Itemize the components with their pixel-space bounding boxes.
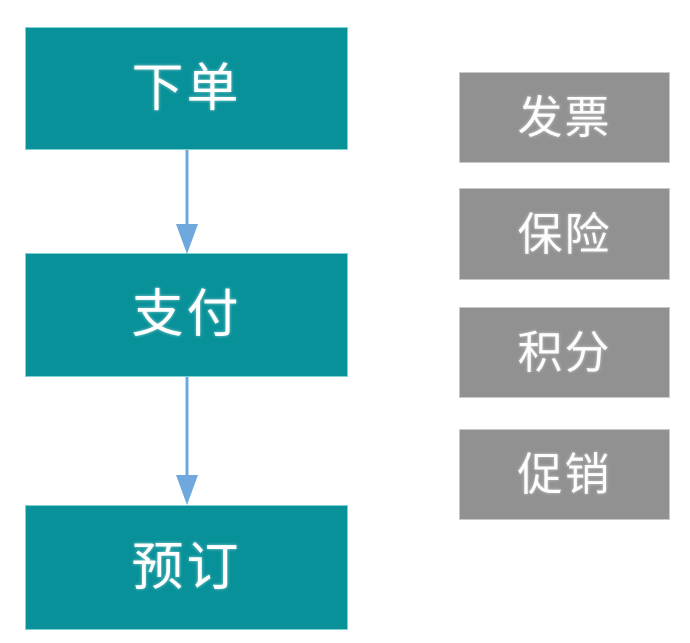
process-box-step-1[interactable]: 下单 [25, 27, 348, 150]
arrow-stem [185, 377, 189, 477]
attribute-box-label: 促销 [517, 449, 612, 500]
process-box-label: 支付 [131, 286, 242, 344]
attribute-box-attr-1[interactable]: 发票 [459, 72, 670, 163]
attribute-box-label: 保险 [517, 208, 612, 260]
arrow-head [176, 475, 198, 505]
process-box-label: 下单 [131, 59, 242, 118]
attribute-box-attr-4[interactable]: 促销 [459, 429, 670, 520]
attribute-box-attr-2[interactable]: 保险 [459, 188, 670, 280]
arrow-head [176, 224, 198, 254]
process-box-label: 预订 [131, 538, 242, 597]
arrow-stem [185, 150, 189, 226]
attribute-box-label: 积分 [517, 327, 612, 378]
process-box-step-2[interactable]: 支付 [25, 253, 348, 377]
flow-arrow-connector-1 [176, 150, 198, 254]
flow-arrow-connector-2 [176, 377, 198, 505]
attribute-box-label: 发票 [517, 92, 612, 143]
attribute-box-attr-3[interactable]: 积分 [459, 307, 670, 398]
process-box-step-3[interactable]: 预订 [25, 505, 348, 630]
